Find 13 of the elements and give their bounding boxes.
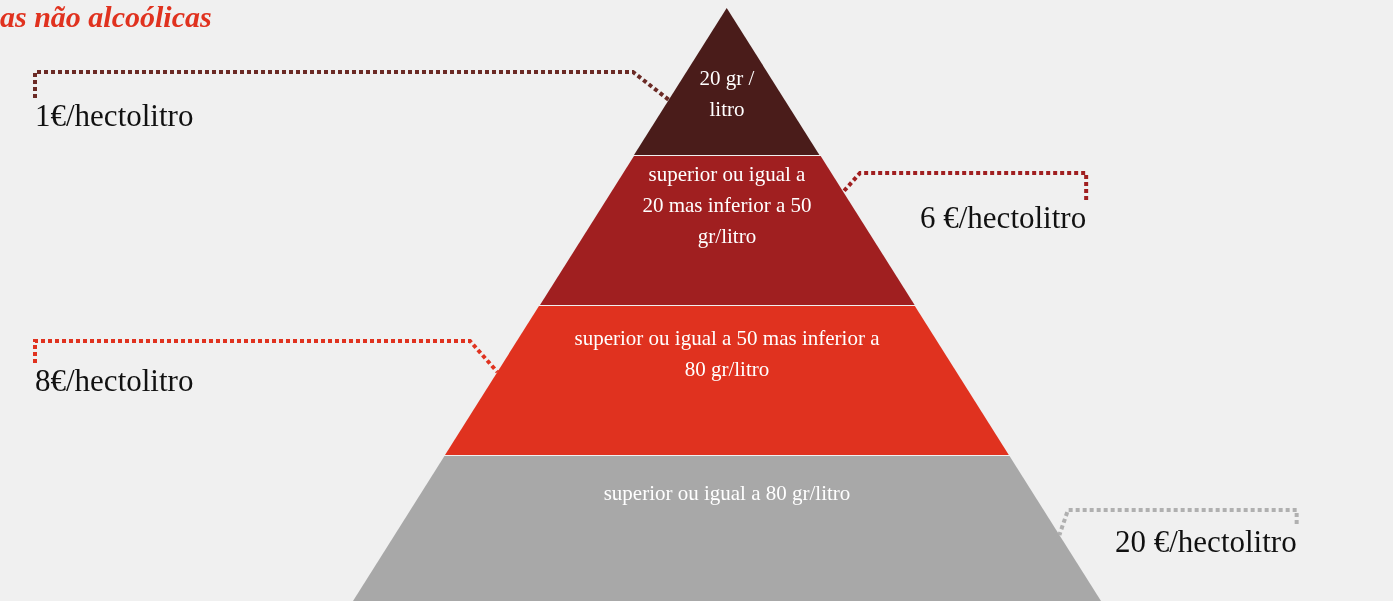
tier-label: superior ou igual a 80 gr/litro — [602, 480, 852, 507]
leader-line — [33, 70, 671, 102]
leader-line — [33, 339, 499, 374]
price-label: 20 €/hectolitro — [1115, 524, 1297, 560]
price-label: 8€/hectolitro — [35, 363, 194, 399]
tier-label: superior ou igual a 20 mas inferior a 50 gr/litro — [641, 161, 813, 250]
price-label: 1€/hectolitro — [35, 98, 194, 134]
tier-label: superior ou igual a 50 mas inferior a 80 gr/litro — [573, 325, 881, 383]
price-label: 6 €/hectolitro — [920, 200, 1087, 236]
leader-line — [841, 171, 1089, 200]
title: as não alcoólicas — [0, 0, 212, 34]
tier-label: 20 gr / litro — [698, 65, 756, 123]
leader-line — [1057, 508, 1299, 536]
